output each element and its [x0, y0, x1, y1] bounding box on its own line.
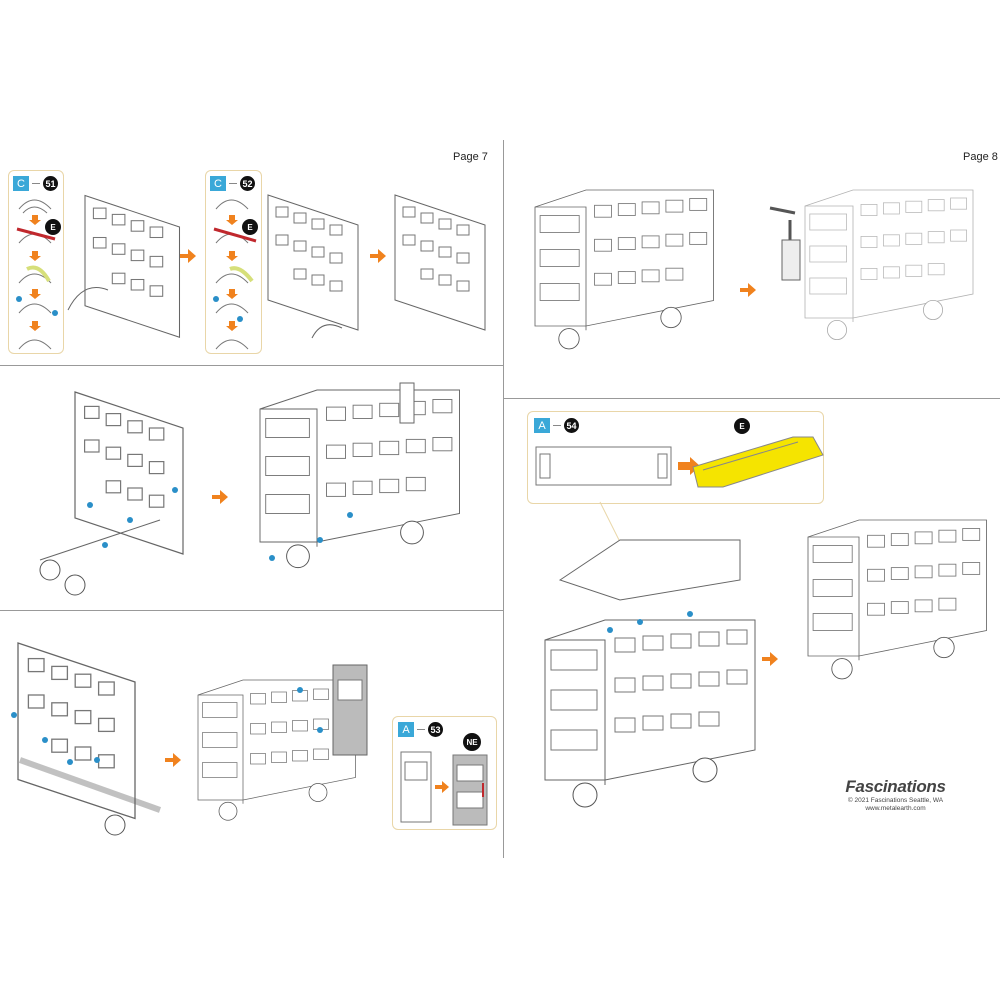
panel-fold-diagram: [400, 751, 488, 826]
step-51-badge: C 51: [13, 176, 58, 191]
tool-badge: NE: [463, 733, 481, 751]
row-divider: [0, 365, 503, 366]
arrow-icon: [180, 249, 196, 263]
page-divider: [503, 140, 504, 858]
sheet-label: C: [13, 176, 29, 191]
tool-badge: E: [734, 418, 750, 434]
step-52-callout: C 52 E: [205, 170, 262, 354]
step-52-badge: C 52: [210, 176, 255, 191]
step-number: 54: [564, 418, 579, 433]
step-54-badge: A 54: [534, 418, 579, 433]
tool-badge: E: [242, 219, 258, 235]
row-divider: [504, 398, 1000, 399]
sheet-label: A: [534, 418, 550, 433]
page-7-label: Page 7: [453, 151, 488, 163]
copyright: © 2021 Fascinations Seattle, WA: [847, 797, 944, 804]
arrow-icon: [370, 249, 386, 263]
step-number: 53: [428, 722, 443, 737]
brand-name: Fascinations: [845, 777, 946, 796]
sheet-label: C: [210, 176, 226, 191]
step-54-callout: A 54 E: [527, 411, 824, 504]
step-number: 52: [240, 176, 255, 191]
sheet-label: A: [398, 722, 414, 737]
website: www.metalearth.com: [865, 805, 926, 812]
step-51-callout: C 51 E: [8, 170, 64, 354]
arrow-icon: [165, 753, 181, 767]
tool-badge: E: [45, 219, 61, 235]
step-number: 51: [43, 176, 58, 191]
fender-assembly-diagram: [213, 199, 257, 350]
fascinations-logo: Fascinations © 2021 Fascinations Seattle…: [838, 777, 953, 813]
arrow-icon: [740, 283, 756, 297]
step-53-callout: A 53 NE: [392, 716, 497, 830]
roof-fold-diagram: [535, 436, 824, 488]
page-8-label: Page 8: [963, 151, 998, 163]
arrow-icon: [212, 490, 228, 504]
step-53-badge: A 53: [398, 722, 443, 737]
row-divider: [0, 610, 503, 611]
arrow-icon: [762, 652, 778, 666]
fender-assembly-diagram: [16, 199, 58, 350]
